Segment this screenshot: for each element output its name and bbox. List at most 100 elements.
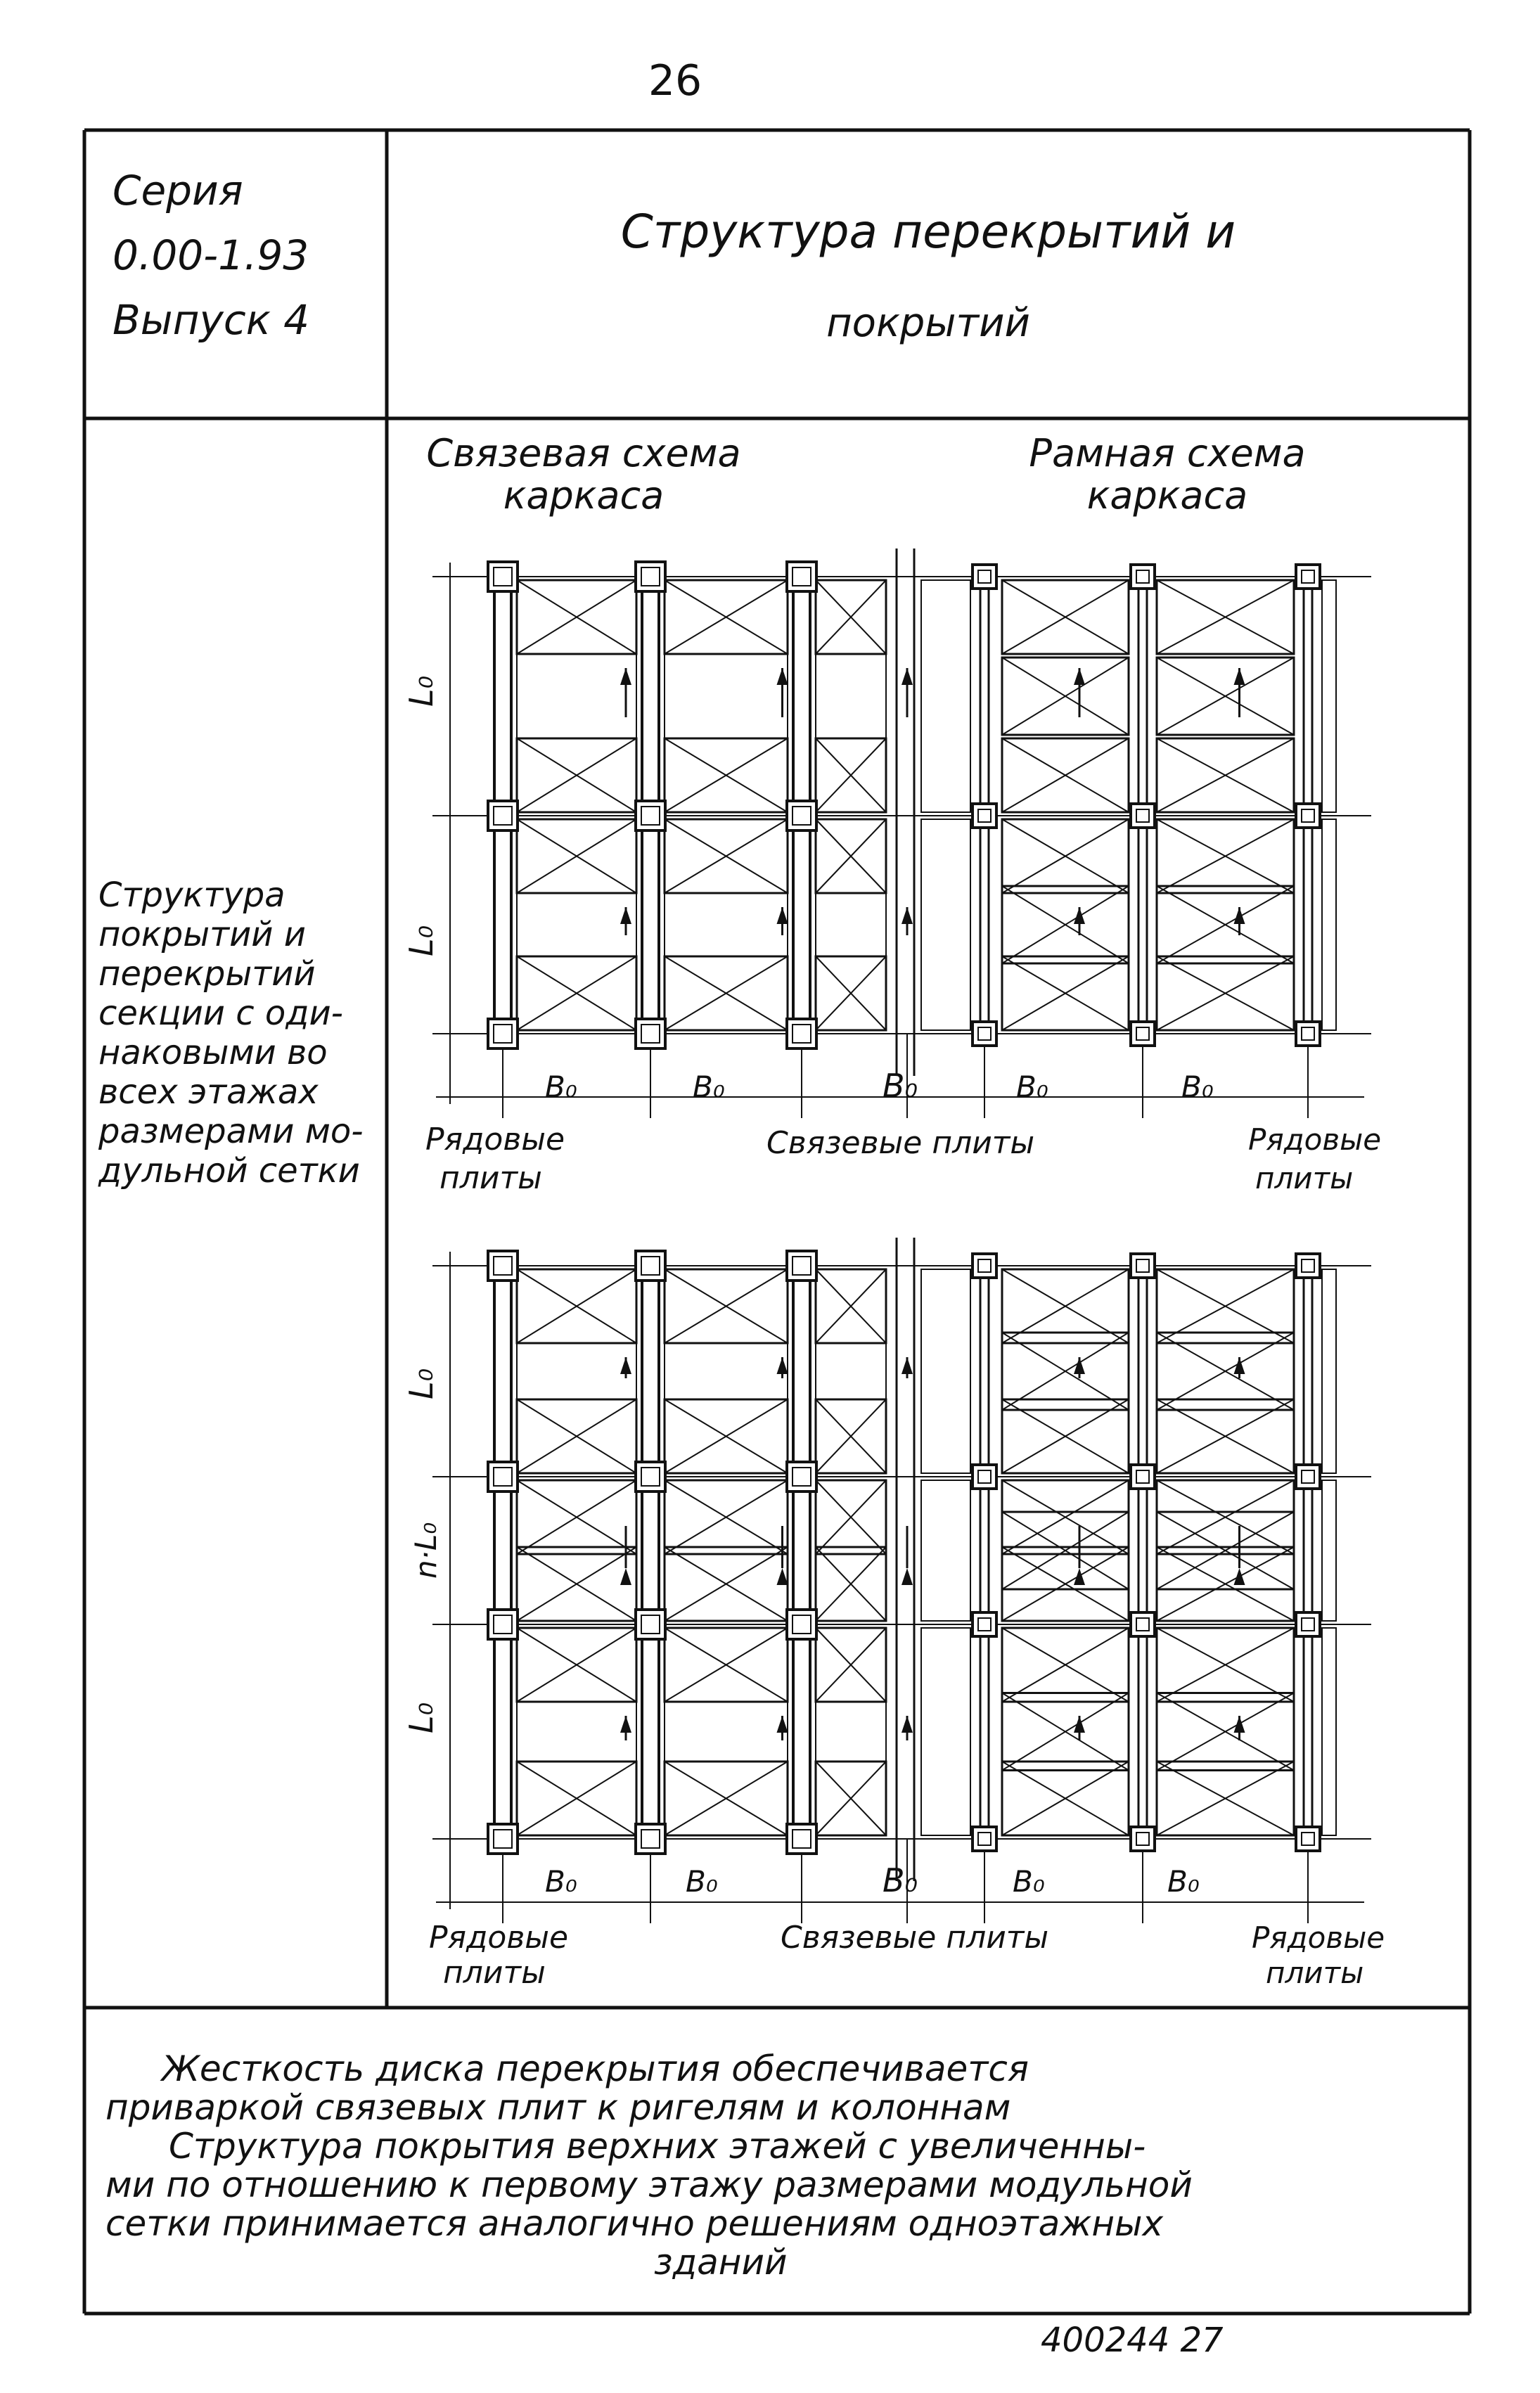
- slab-panel: [1001, 818, 1130, 894]
- column-inner: [641, 1256, 660, 1276]
- slab-panel: [920, 1627, 971, 1836]
- dim-label-B0: B₀: [1181, 1070, 1214, 1104]
- column-square: [1129, 1826, 1156, 1852]
- column-inner: [792, 1256, 811, 1276]
- slab-panel: [1155, 885, 1295, 965]
- column-inner: [641, 1615, 660, 1634]
- column-inner: [1301, 570, 1315, 584]
- slab-diagonal: [815, 819, 887, 894]
- slab-diagonal: [815, 738, 887, 813]
- column-square: [1295, 1252, 1321, 1279]
- column-inner: [792, 1467, 811, 1487]
- dim-label-L0: L₀: [402, 1702, 440, 1733]
- column-square: [1129, 802, 1156, 829]
- column-square: [971, 1252, 998, 1279]
- arrow-head: [901, 1357, 913, 1374]
- title-line-1: Структура перекрытий и: [620, 205, 1236, 259]
- slab-panel: [1155, 656, 1295, 736]
- dim-label-L0: L₀: [402, 925, 440, 956]
- arrow-head: [1074, 1357, 1085, 1374]
- slab-diagonal: [1001, 1480, 1129, 1555]
- slab-panel: [1001, 579, 1130, 655]
- slab-panel: [1321, 819, 1337, 1031]
- slab-panel: [516, 1342, 637, 1400]
- slab-panel: [1321, 1627, 1337, 1836]
- column-inner: [977, 1617, 992, 1631]
- slab-diagonal: [815, 1627, 887, 1702]
- arrow-head: [1233, 1357, 1245, 1374]
- arrow-head: [620, 1568, 631, 1585]
- note-line: сетки принимается аналогично решениям од…: [105, 2203, 1164, 2244]
- slab-panel: [814, 1546, 887, 1622]
- column-inner: [1301, 1832, 1315, 1846]
- braced-scheme-line-2: каркаса: [503, 473, 665, 518]
- dim-label-B0: B₀: [1013, 1864, 1045, 1899]
- side-note-line: Структура: [98, 875, 285, 915]
- column-square: [1129, 1020, 1156, 1047]
- slab-panel: [1001, 1510, 1130, 1591]
- slab-diagonal: [664, 1761, 788, 1836]
- column-square: [1129, 1463, 1156, 1490]
- dim-label-L0: L₀: [402, 676, 440, 707]
- slab-panel: [920, 1480, 971, 1622]
- slab-panel: [1001, 737, 1130, 814]
- note-line: зданий: [654, 2242, 788, 2283]
- column-inner: [1136, 1259, 1150, 1273]
- ordinary-slabs-label: плиты: [443, 1955, 546, 1991]
- slab-panel: [1155, 1510, 1295, 1591]
- slab-diagonal: [1156, 1332, 1295, 1411]
- slab-diagonal: [664, 579, 788, 655]
- side-note-line: секции с оди-: [98, 994, 343, 1033]
- ordinary-slabs-label: плиты: [439, 1160, 542, 1196]
- slab-diagonal: [1156, 956, 1295, 1031]
- dim-label-B0: B₀: [1016, 1070, 1048, 1104]
- column-inner: [493, 1615, 513, 1634]
- slab-diagonal: [664, 1480, 788, 1555]
- dim-label-B0: B₀: [686, 1864, 718, 1899]
- slab-panel: [663, 1479, 789, 1555]
- slab-panel: [1001, 1268, 1130, 1345]
- dim-label-B0: B₀: [693, 1070, 725, 1104]
- slab-panel: [815, 1701, 887, 1762]
- column-inner: [792, 1024, 811, 1044]
- slab-panel: [814, 1479, 887, 1555]
- page-number: 26: [648, 56, 702, 105]
- slab-diagonal: [1156, 1511, 1295, 1590]
- slab-diagonal: [516, 1761, 637, 1836]
- column-inner: [977, 809, 992, 823]
- slab-panel: [1321, 579, 1337, 813]
- braced-scheme-title: Связевая схема каркаса: [422, 432, 745, 517]
- column-inner: [1136, 1470, 1150, 1484]
- ordinary-slabs-label: Рядовые: [425, 1122, 565, 1157]
- column-square: [971, 1463, 998, 1490]
- slab-panel: [1001, 1760, 1130, 1837]
- note-line: ми по отношению к первому этажу размерам…: [105, 2164, 1193, 2205]
- slab-diagonal: [1001, 579, 1129, 655]
- slab-panel: [1155, 579, 1295, 655]
- arrow-head: [901, 668, 913, 685]
- footer-code: 400244 27: [1041, 2321, 1224, 2360]
- slab-panel: [1321, 1480, 1337, 1622]
- column-inner: [641, 806, 660, 826]
- slab-panel: [664, 1342, 788, 1400]
- slab-panel: [920, 1269, 971, 1474]
- column-square: [1129, 1611, 1156, 1638]
- slab-panel: [1155, 1268, 1295, 1345]
- column-square: [1295, 563, 1321, 590]
- column-square: [1129, 563, 1156, 590]
- arrow-head: [620, 907, 631, 924]
- slab-diagonal: [1156, 579, 1295, 655]
- column-inner: [1136, 1027, 1150, 1041]
- ordinary-slabs-label: плиты: [1255, 1161, 1353, 1195]
- slab-diagonal: [815, 1761, 887, 1836]
- series-stamp: Серия 0.00-1.93 Выпуск 4: [113, 158, 366, 352]
- slab-diagonal: [1001, 1269, 1129, 1344]
- slab-panel: [1321, 1269, 1337, 1474]
- arrow-head: [776, 1716, 788, 1733]
- slab-panel: [1155, 1627, 1295, 1703]
- slab-diagonal: [1156, 657, 1295, 736]
- column-square: [1295, 1611, 1321, 1638]
- slab-panel: [1155, 1760, 1295, 1837]
- arrow-head: [620, 1716, 631, 1733]
- slab-diagonal: [1001, 819, 1129, 894]
